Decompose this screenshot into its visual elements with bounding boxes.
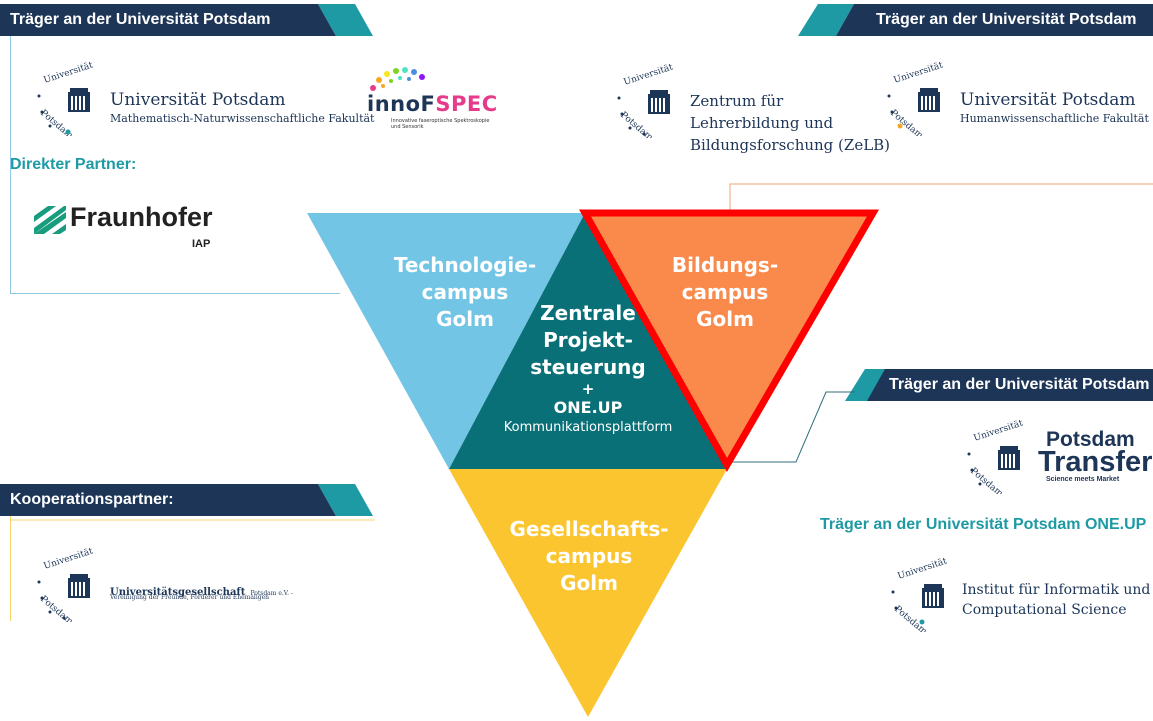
innofspec-dots-icon — [370, 67, 425, 91]
top-left-box-bottom — [10, 293, 340, 294]
technology-line1: Technologie- — [393, 253, 537, 277]
fraunhofer-institute: IAP — [192, 238, 211, 250]
fraunhofer-name: Fraunhofer — [70, 202, 213, 232]
up-seal-icon: Universität Potsdam — [37, 60, 95, 136]
unigesellschaft-line2: Vereinigung der Freunde, Förderer und Eh… — [110, 594, 269, 601]
innofspec-name-part2: SPEC — [435, 92, 498, 116]
unigesellschaft-line1: Universitätsgesellschaft Potsdam e.V. - — [110, 580, 293, 599]
society-campus-label: Gesellschafts- campus Golm — [500, 516, 678, 597]
society-line1: Gesellschafts- — [509, 517, 669, 541]
innofspec-name: innoFSPEC — [367, 92, 498, 116]
informatik-logo: Universität Potsdam Institut für Informa… — [884, 556, 1153, 636]
up-human-logo: Universität Potsdam Universität Potsdam … — [880, 60, 1153, 140]
direct-partner-heading: Direkter Partner: — [10, 156, 137, 173]
education-campus-triangle — [585, 213, 873, 465]
up-seal-icon: Universität Potsdam — [617, 62, 675, 138]
unigesellschaft-name: Universitätsgesellschaft — [110, 587, 246, 598]
up-seal-icon: Universität Potsdam — [967, 418, 1025, 494]
unigesellschaft-logo: Universität Potsdam Universitätsgesellsc… — [30, 546, 360, 622]
technology-line2: campus — [421, 280, 509, 304]
education-line1: Bildungs- — [671, 253, 779, 277]
zelb-line2: Lehrerbildung und — [690, 114, 834, 132]
banner-top-right-text: Träger an der Universität Potsdam — [876, 11, 1137, 28]
central-line2: Projekt- — [543, 328, 633, 352]
potsdam-transfer-logo: Universität Potsdam Potsdam Transfer Sci… — [960, 418, 1153, 498]
innofspec-tagline-line1: Innovative faseroptische Spektroskopie — [391, 118, 490, 124]
banner-mid-right-text: Träger an der Universität Potsdam — [889, 376, 1150, 393]
zelb-line1: Zentrum für — [690, 92, 784, 110]
central-line4: ONE.UP — [553, 398, 623, 417]
up-seal-icon: Universität Potsdam — [37, 546, 95, 622]
up-math-faculty: Mathematisch-Naturwissenschaftliche Faku… — [110, 112, 375, 125]
education-campus-label: Bildungs- campus Golm — [640, 252, 810, 333]
transfer-tagline: Science meets Market — [1046, 476, 1120, 483]
technology-campus-triangle — [307, 213, 585, 469]
education-highlight-border — [579, 209, 880, 473]
central-line1: Zentrale — [540, 301, 636, 325]
innofspec-tagline-line2: und Sensorik — [391, 124, 424, 130]
transfer-connector-line — [728, 391, 855, 463]
society-campus-triangle — [449, 469, 727, 717]
education-line3: Golm — [696, 307, 754, 331]
central-plus: + — [581, 380, 595, 398]
society-line2: campus — [545, 544, 633, 568]
up-math-name: Universität Potsdam — [110, 90, 286, 110]
up-seal-icon: Universität Potsdam — [887, 60, 945, 136]
banner-top-right: Träger an der Universität Potsdam — [798, 4, 1153, 36]
top-left-box-outline — [10, 36, 11, 293]
technology-line3: Golm — [436, 307, 494, 331]
fraunhofer-stripes-icon — [34, 206, 66, 234]
society-line3: Golm — [560, 571, 618, 595]
banner-mid-right: Träger an der Universität Potsdam — [845, 369, 1153, 401]
zelb-line3: Bildungsforschung (ZeLB) — [690, 136, 891, 154]
education-connector-line — [729, 183, 1153, 210]
fraunhofer-logo: Fraunhofer IAP — [34, 202, 234, 262]
central-line5: Kommunikationsplattform — [503, 420, 673, 435]
informatik-line2: Computational Science — [962, 602, 1127, 618]
up-seal-icon: Universität Potsdam — [891, 556, 949, 632]
banner-cooperation-text: Kooperationspartner: — [10, 491, 174, 508]
oneup-heading: Träger an der Universität Potsdam ONE.UP — [820, 516, 1147, 533]
informatik-line1: Institut für Informatik und — [962, 582, 1151, 598]
unigesellschaft-suffix: Potsdam e.V. - — [250, 590, 293, 597]
transfer-line1: Potsdam — [1046, 428, 1135, 451]
cooperation-box-outline — [10, 516, 11, 621]
banner-top-left: Träger an der Universität Potsdam — [0, 4, 380, 36]
central-steering-triangle — [449, 213, 727, 469]
central-steering-label: Zentrale Projekt- steuerung + ONE.UP Kom… — [488, 300, 688, 437]
innofspec-logo: innoFSPEC Innovative faseroptische Spekt… — [365, 66, 505, 130]
education-line2: campus — [681, 280, 769, 304]
zelb-logo: Universität Potsdam Zentrum für Lehrerbi… — [610, 62, 890, 162]
innofspec-name-part1: innoF — [367, 92, 436, 116]
transfer-line2: Transfer — [1038, 446, 1153, 478]
up-math-logo: Universität Potsdam Universität Potsdam … — [30, 60, 374, 140]
up-human-name: Universität Potsdam — [960, 90, 1136, 110]
banner-cooperation: Kooperationspartner: — [0, 484, 380, 516]
technology-campus-label: Technologie- campus Golm — [380, 252, 550, 333]
banner-top-left-text: Träger an der Universität Potsdam — [10, 11, 271, 28]
up-human-faculty: Humanwissenschaftliche Fakultät — [960, 112, 1149, 125]
central-line3: steuerung — [530, 355, 646, 379]
